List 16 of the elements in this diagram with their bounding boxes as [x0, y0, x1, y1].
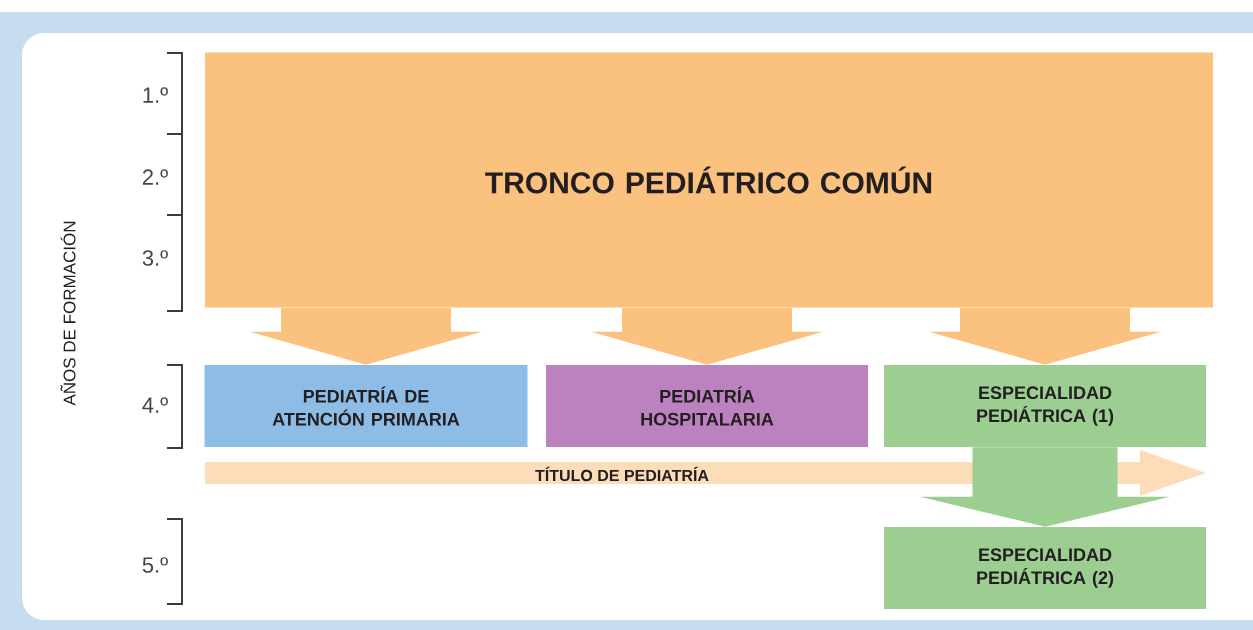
year-label: 1.º — [143, 87, 168, 103]
block-arrow — [250, 307, 482, 365]
year-label: 4.º — [142, 397, 168, 413]
node-label: TRONCO PEDIÁTRICO COMÚN — [485, 166, 932, 194]
year-label: 2.º — [142, 169, 168, 185]
stage-box: ESPECIALIDAD PEDIÁTRICA (1) — [884, 365, 1206, 447]
block-arrow — [920, 447, 1170, 527]
year-label: 5.º — [142, 557, 168, 573]
block-arrow — [929, 307, 1161, 365]
block-arrow — [591, 307, 823, 365]
axis-label: AÑOS DE FORMACIÓN — [60, 221, 76, 406]
stage-box: PEDIATRÍA DE ATENCIÓN PRIMARIA — [204, 365, 528, 447]
year-label: 3.º — [142, 250, 168, 266]
stage-box: ESPECIALIDAD PEDIÁTRICA (2) — [884, 527, 1206, 609]
stage-box: TRONCO PEDIÁTRICO COMÚN — [205, 52, 1213, 308]
stage-box: PEDIATRÍA HOSPITALARIA — [546, 365, 868, 447]
